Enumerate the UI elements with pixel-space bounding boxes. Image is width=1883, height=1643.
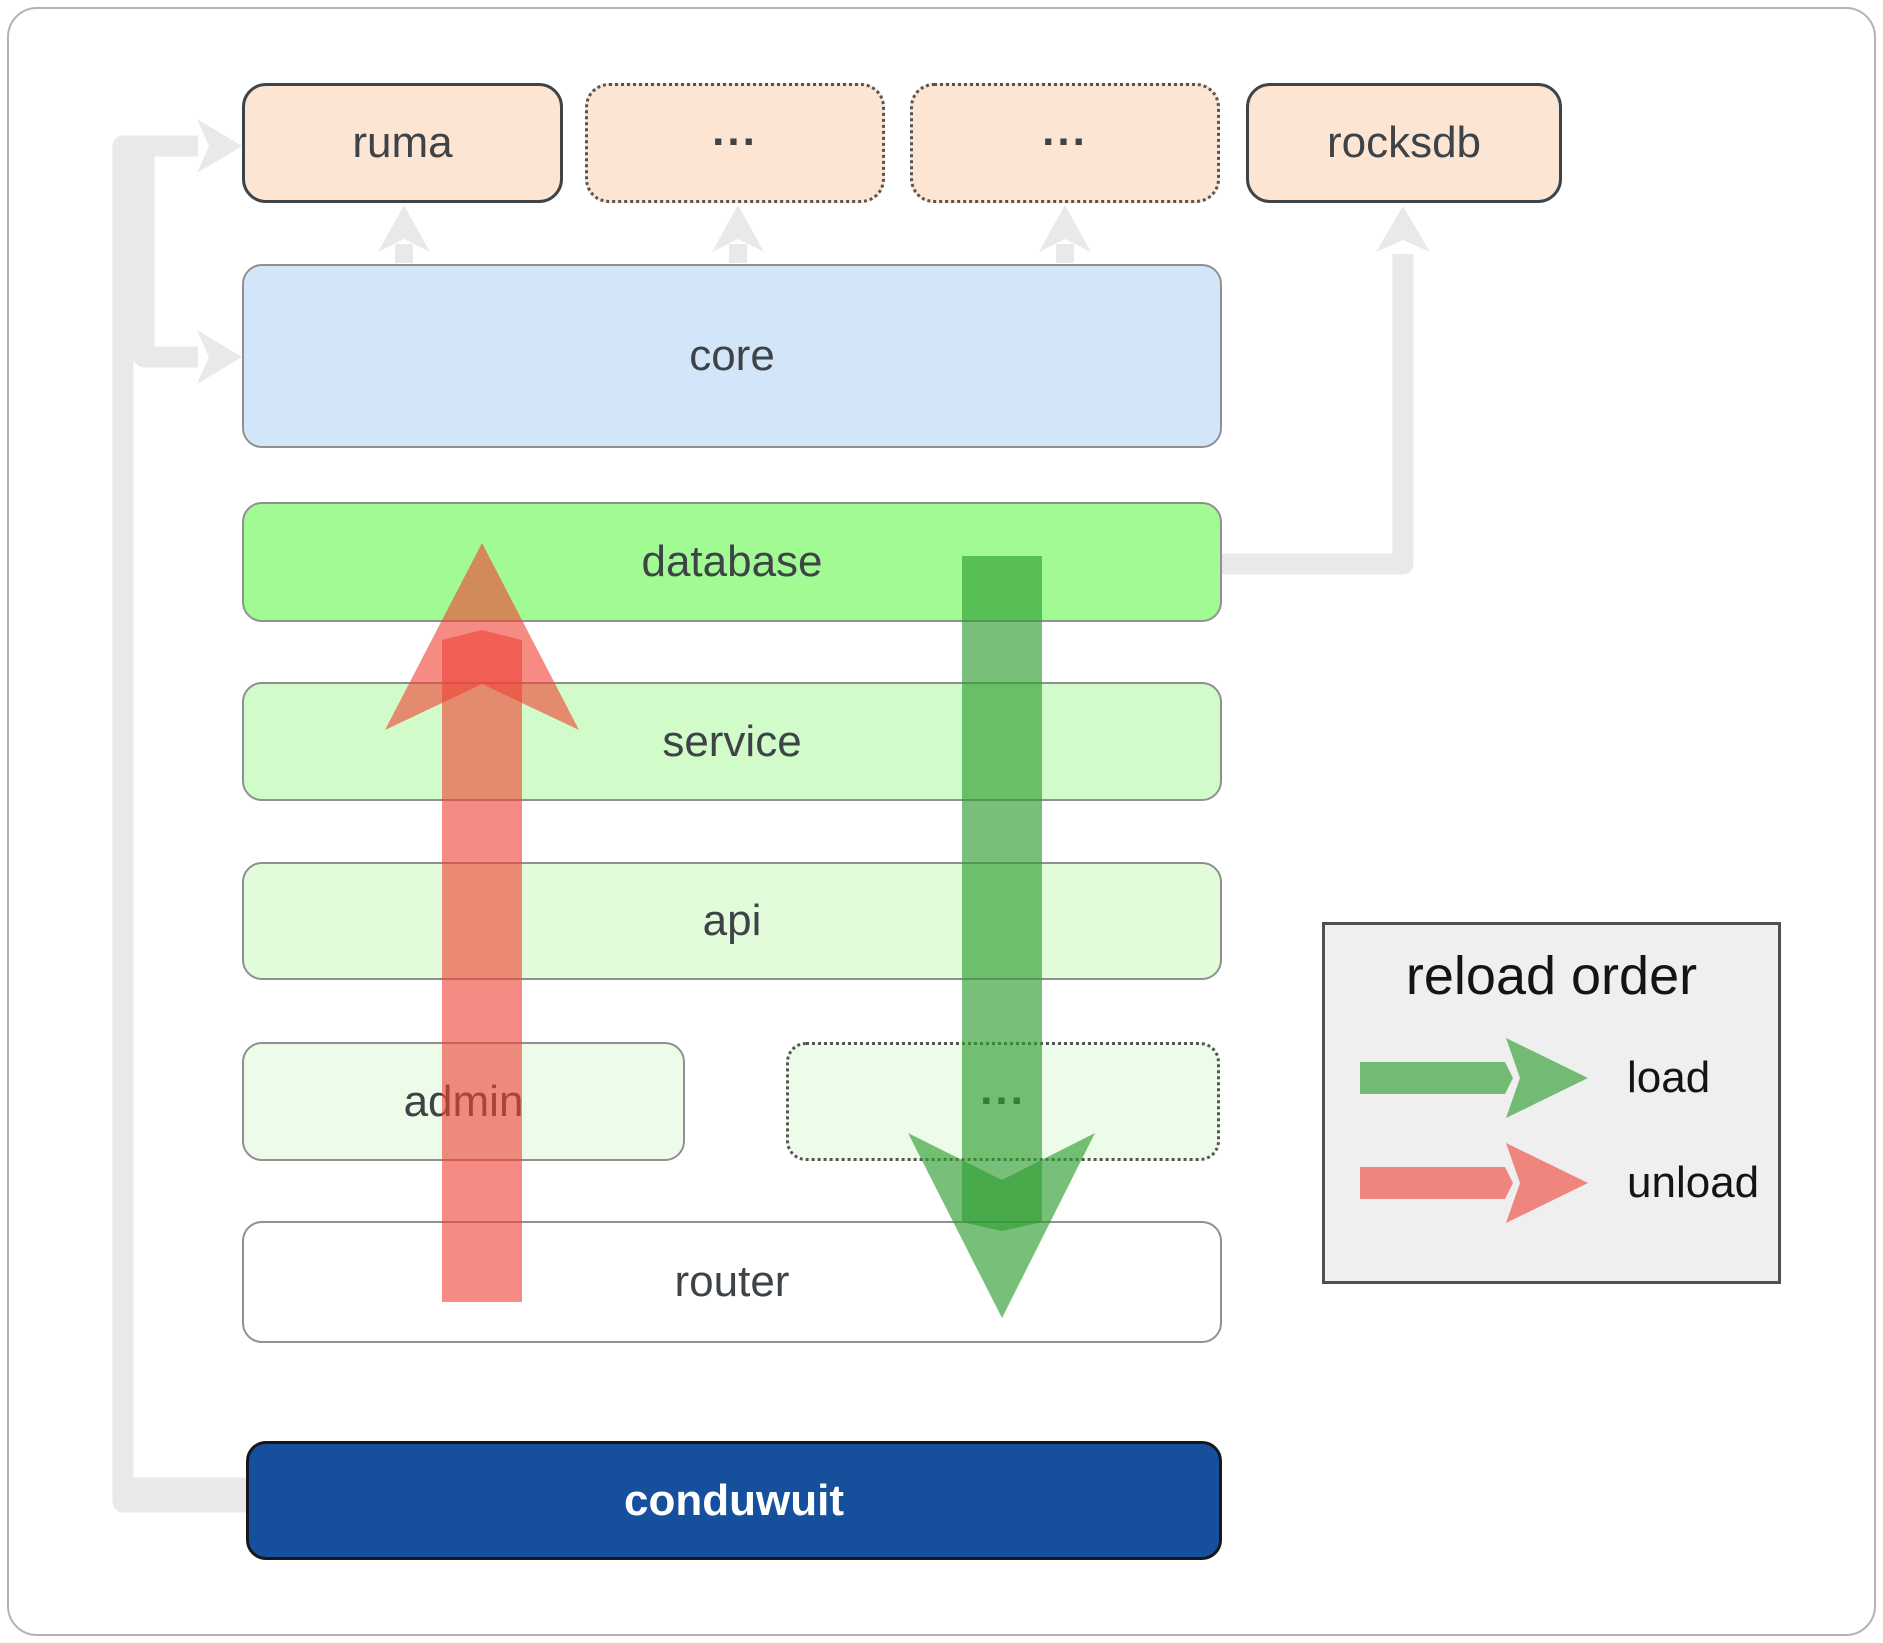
node-ruma: ruma	[242, 83, 563, 203]
legend-reload-order: reload order load unload	[1322, 922, 1781, 1284]
node-router-label: router	[674, 1257, 790, 1306]
node-ext-2: ...	[910, 83, 1220, 203]
node-ruma-label: ruma	[352, 118, 453, 167]
node-router: router	[242, 1221, 1222, 1343]
node-rocksdb: rocksdb	[1246, 83, 1562, 203]
node-conduwuit: conduwuit	[246, 1441, 1222, 1560]
node-admin-label: admin	[403, 1076, 524, 1126]
node-admin: admin	[242, 1042, 685, 1161]
node-service-label: service	[662, 716, 802, 766]
legend-unload-label: unload	[1627, 1158, 1760, 1207]
node-ext-2-label: ...	[1042, 106, 1088, 155]
node-api: api	[242, 862, 1222, 980]
node-database: database	[242, 502, 1222, 622]
node-rocksdb-label: rocksdb	[1326, 118, 1482, 167]
node-ext-1: ...	[585, 83, 885, 203]
node-core-label: core	[689, 331, 775, 380]
node-api-label: api	[702, 896, 762, 945]
node-core: core	[242, 264, 1222, 448]
node-database-label: database	[641, 537, 823, 586]
legend-load-label: load	[1627, 1053, 1711, 1102]
node-admin-ext: ...	[786, 1042, 1220, 1161]
legend-title: reload order	[1405, 946, 1698, 1006]
node-conduwuit-label: conduwuit	[624, 1475, 844, 1525]
node-service: service	[242, 682, 1222, 801]
node-ext-1-label: ...	[712, 106, 758, 155]
node-admin-ext-label: ...	[980, 1064, 1026, 1114]
diagram-outer-frame	[7, 7, 1876, 1636]
